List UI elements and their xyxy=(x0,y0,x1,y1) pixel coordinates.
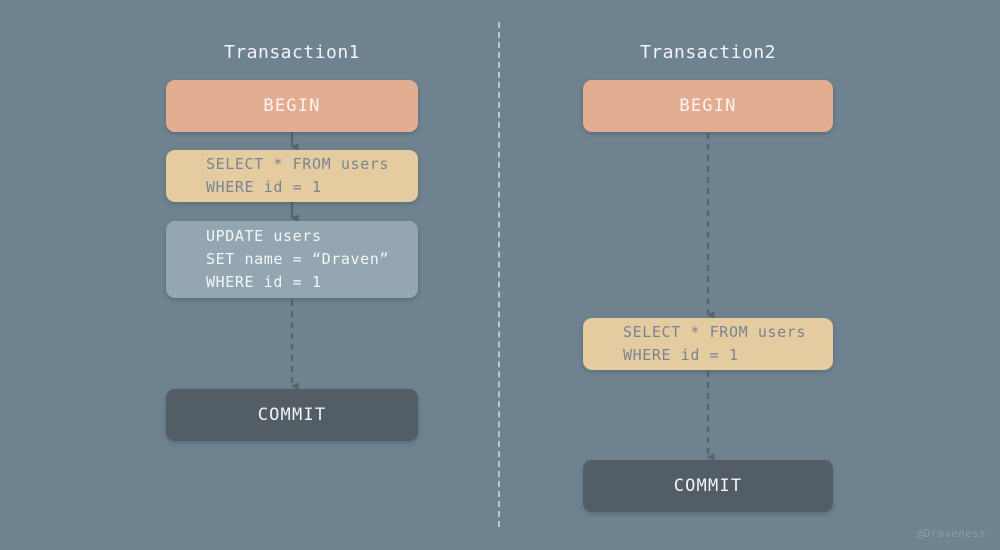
node-label: COMMIT xyxy=(257,404,327,425)
node-label: SELECT * FROM users WHERE id = 1 xyxy=(623,322,806,364)
node-t1-update[interactable]: UPDATE users SET name = “Draven” WHERE i… xyxy=(166,221,418,298)
node-label: COMMIT xyxy=(673,475,743,496)
node-label: BEGIN xyxy=(679,95,737,116)
node-t1-begin[interactable]: BEGIN xyxy=(166,80,418,132)
node-label: SELECT * FROM users WHERE id = 1 xyxy=(206,154,389,196)
node-t2-begin[interactable]: BEGIN xyxy=(583,80,833,132)
node-label: UPDATE users SET name = “Draven” WHERE i… xyxy=(206,226,389,292)
node-t1-select[interactable]: SELECT * FROM users WHERE id = 1 xyxy=(166,150,418,202)
column-title-transaction1: Transaction1 xyxy=(223,42,361,63)
node-label: BEGIN xyxy=(263,95,321,116)
node-t1-commit[interactable]: COMMIT xyxy=(166,389,418,441)
center-dashed-divider xyxy=(498,22,500,527)
node-t2-commit[interactable]: COMMIT xyxy=(583,460,833,512)
node-t2-select[interactable]: SELECT * FROM users WHERE id = 1 xyxy=(583,318,833,370)
column-title-transaction2: Transaction2 xyxy=(639,42,777,63)
watermark: @Draveness xyxy=(916,527,986,540)
